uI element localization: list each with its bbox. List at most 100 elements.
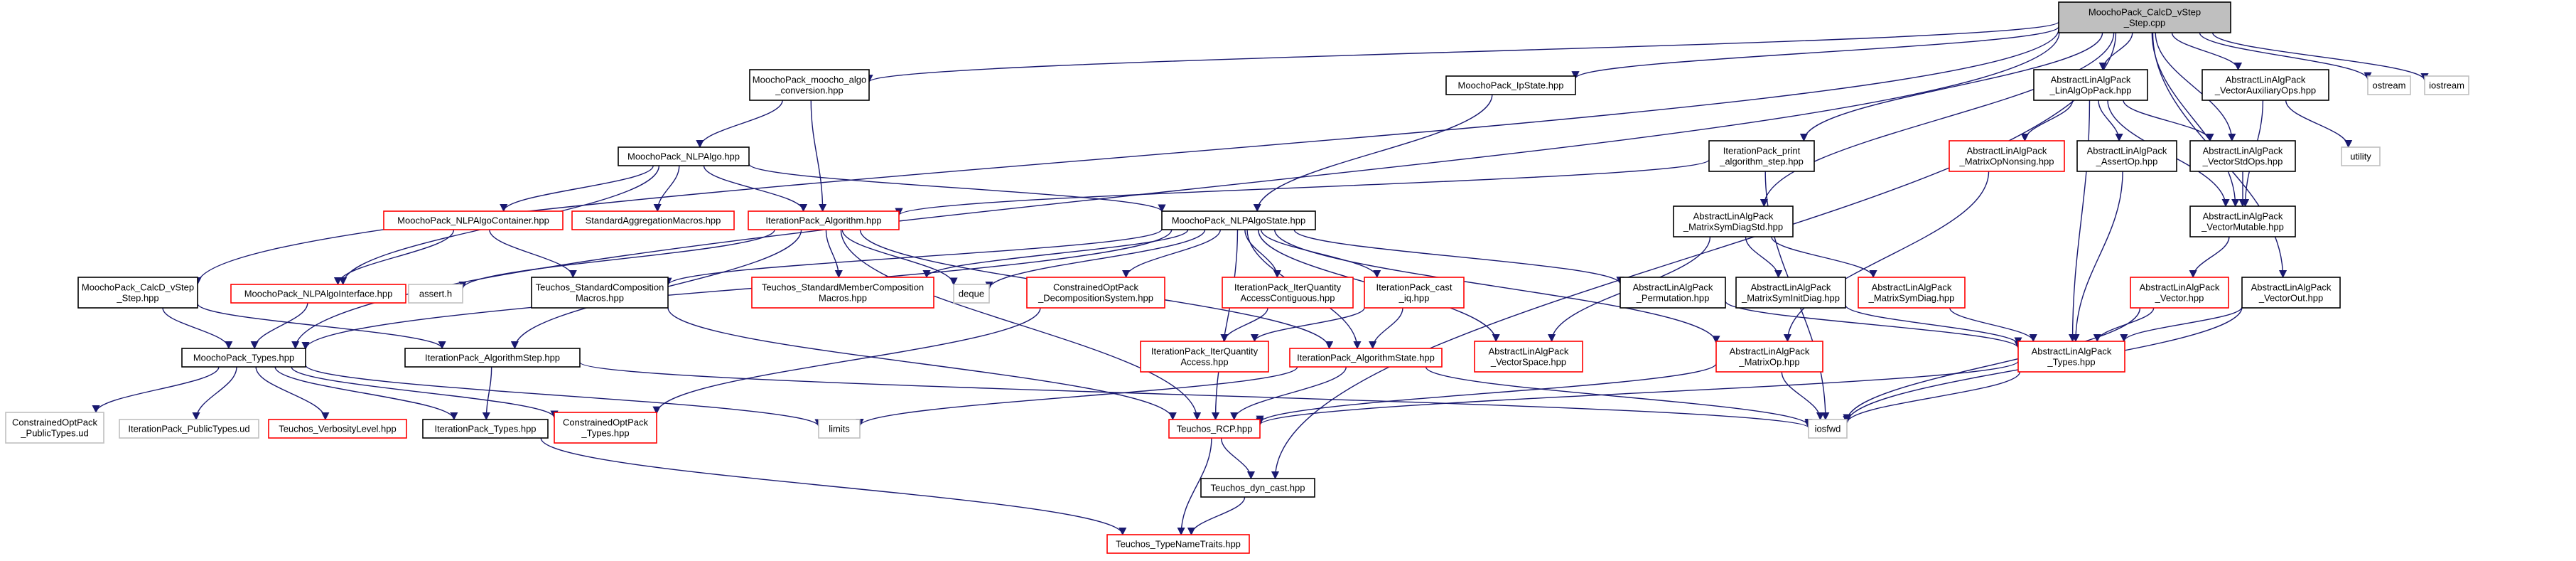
node-utility[interactable]: utility (2341, 146, 2381, 166)
node-iter_print[interactable]: IterationPack_print_algorithm_step.hpp (1708, 140, 1815, 172)
node-nlpalgocontainer[interactable]: MoochoPack_NLPAlgoContainer.hpp (383, 210, 564, 230)
node-rcp[interactable]: Teuchos_RCP.hpp (1168, 419, 1261, 439)
node-ostream[interactable]: ostream (2367, 75, 2411, 95)
node-iter_types[interactable]: IterationPack_Types.hpp (422, 419, 549, 439)
node-matopnonsing[interactable]: AbstractLinAlgPack_MatrixOpNonsing.hpp (1949, 140, 2065, 172)
node-box (1222, 277, 1354, 309)
node-moocho_algo_conv[interactable]: MoochoPack_moocho_algo_conversion.hpp (749, 69, 870, 101)
node-verbositylevel[interactable]: Teuchos_VerbosityLevel.hpp (268, 419, 407, 439)
node-iter_algstep[interactable]: IterationPack_AlgorithmStep.hpp (404, 348, 581, 368)
edge-iter_algorithm-to-asserth (458, 229, 775, 289)
node-label: _MatrixOp.hpp (1738, 357, 1799, 368)
node-iter_algstate[interactable]: IterationPack_AlgorithmState.hpp (1289, 348, 1443, 368)
edge-rcp-to-typenametraits (1177, 437, 1212, 536)
node-label: IterationPack_cast (1376, 282, 1453, 293)
node-box (1620, 277, 1726, 309)
node-permutation[interactable]: AbstractLinAlgPack_Permutation.hpp (1620, 277, 1726, 309)
node-decompsystem[interactable]: ConstrainedOptPack_DecompositionSystem.h… (1026, 277, 1165, 309)
edge-iter_algstate-to-rcp (1230, 366, 1347, 421)
node-label: IterationPack_IterQuantity (1234, 282, 1342, 293)
node-vecaux[interactable]: AbstractLinAlgPack_VectorAuxiliaryOps.hp… (2202, 69, 2329, 101)
node-box (1474, 341, 1583, 373)
node-iostream[interactable]: iostream (2424, 75, 2469, 95)
node-nlpalgointerface[interactable]: MoochoPack_NLPAlgoInterface.hpp (230, 284, 406, 304)
node-moocho_types[interactable]: MoochoPack_Types.hpp (181, 348, 306, 368)
node-label: AbstractLinAlgPack (1633, 282, 1713, 293)
node-vectorout[interactable]: AbstractLinAlgPack_VectorOut.hpp (2241, 277, 2341, 309)
edge-matsymdiagstd-to-matsyminitdiag (1745, 236, 1783, 279)
node-label: Teuchos_VerbosityLevel.hpp (279, 424, 397, 434)
node-label: _MatrixSymDiag.hpp (1868, 293, 1955, 304)
node-matsymdiag[interactable]: AbstractLinAlgPack_MatrixSymDiag.hpp (1858, 277, 1966, 309)
node-iterquantcontig[interactable]: IterationPack_IterQuantityAccessContiguo… (1222, 277, 1354, 309)
node-asserth[interactable]: assert.h (408, 284, 463, 304)
node-nlpalgostate[interactable]: MoochoPack_NLPAlgoState.hpp (1161, 210, 1316, 230)
edge-matsymdiagstd-to-matsymdiag (1771, 236, 1877, 279)
node-calcd_vstep_hpp[interactable]: MoochoPack_CalcD_vStep_Step.hpp (77, 277, 198, 309)
node-root[interactable]: MoochoPack_CalcD_vStep_Step.cpp (2058, 1, 2231, 33)
node-nlpalgo[interactable]: MoochoPack_NLPAlgo.hpp (618, 146, 750, 166)
edge-nlpalgo-to-nlpalgostate (748, 163, 1166, 213)
node-matsyminitdiag[interactable]: AbstractLinAlgPack_MatrixSymInitDiag.hpp (1735, 277, 1846, 309)
node-vector[interactable]: AbstractLinAlgPack_Vector.hpp (2130, 277, 2229, 309)
edge-nlpalgostate-to-stdcompmacros (664, 228, 1163, 286)
node-label: AbstractLinAlgPack (1751, 282, 1831, 293)
edge-iter_algstate-to-iosfwd (1425, 366, 1813, 427)
node-matsymdiagstd[interactable]: AbstractLinAlgPack_MatrixSymDiagStd.hpp (1673, 205, 1794, 237)
edge-iter_algstep-to-iter_types (482, 366, 492, 421)
node-label: _VectorStdOps.hpp (2202, 156, 2283, 167)
node-label: Teuchos_StandardMemberComposition (762, 282, 924, 293)
node-linalgoppack[interactable]: AbstractLinAlgPack_LinAlgOpPack.hpp (2033, 69, 2148, 101)
node-alp_types[interactable]: AbstractLinAlgPack_Types.hpp (2017, 341, 2125, 373)
node-deque[interactable]: deque (953, 284, 990, 304)
node-vecmutable[interactable]: AbstractLinAlgPack_VectorMutable.hpp (2189, 205, 2296, 237)
node-assertop[interactable]: AbstractLinAlgPack_AssertOp.hpp (2076, 140, 2177, 172)
node-stdaggmacros[interactable]: StandardAggregationMacros.hpp (571, 210, 735, 230)
node-label: _Step.hpp (116, 293, 158, 304)
node-box (408, 284, 463, 304)
node-matrixop[interactable]: AbstractLinAlgPack_MatrixOp.hpp (1715, 341, 1823, 373)
node-box (1708, 140, 1815, 172)
edge-iter_algorithm-to-stdmembercomp (825, 229, 843, 279)
edge-moocho_algo_conv-to-nlpalgo (696, 100, 783, 149)
node-vectorspace[interactable]: AbstractLinAlgPack_VectorSpace.hpp (1474, 341, 1583, 373)
node-label: Macros.hpp (576, 293, 624, 304)
node-ipstate[interactable]: MoochoPack_IpState.hpp (1445, 75, 1576, 95)
node-vecstdops[interactable]: AbstractLinAlgPack_VectorStdOps.hpp (2189, 140, 2296, 172)
node-label: _AssertOp.hpp (2096, 156, 2158, 167)
node-box (119, 419, 259, 439)
node-limits[interactable]: limits (818, 419, 861, 439)
edge-nlpalgostate-to-rcp (1211, 229, 1239, 421)
node-box (554, 412, 657, 444)
node-iosfwd[interactable]: iosfwd (1808, 419, 1848, 439)
node-label: IterationPack_IterQuantity (1151, 346, 1259, 357)
edge-rcp-to-dyncast (1220, 437, 1256, 480)
node-label: _MatrixSymDiagStd.hpp (1683, 222, 1783, 233)
node-box (1715, 341, 1823, 373)
node-label: AbstractLinAlgPack (2251, 282, 2332, 293)
node-label: Access.hpp (1180, 357, 1228, 368)
edge-stdcompmacros-to-rcp (667, 307, 1177, 421)
node-dyncast[interactable]: Teuchos_dyn_cast.hpp (1200, 478, 1315, 498)
node-cop_public_ud[interactable]: ConstrainedOptPack_PublicTypes.ud (5, 412, 104, 444)
node-label: Teuchos_dyn_cast.hpp (1211, 483, 1305, 493)
node-label: iosfwd (1815, 424, 1841, 434)
node-label: AbstractLinAlgPack (1489, 346, 1569, 357)
edge-vectorout-to-alp_types (2120, 306, 2243, 343)
edge-moocho_types-to-cop_types (291, 366, 559, 419)
node-label: IterationPack_print (1723, 146, 1801, 156)
node-label: _algorithm_step.hpp (1719, 156, 1804, 167)
node-typenametraits[interactable]: Teuchos_TypeNameTraits.hpp (1106, 534, 1250, 554)
node-ip_public_ud[interactable]: IterationPack_PublicTypes.ud (119, 419, 259, 439)
node-label: AbstractLinAlgPack (1693, 211, 1774, 222)
node-iter_cast_iq[interactable]: IterationPack_cast_iq.hpp (1364, 277, 1465, 309)
node-stdmembercomp[interactable]: Teuchos_StandardMemberCompositionMacros.… (751, 277, 934, 309)
node-label: Macros.hpp (819, 293, 867, 304)
edge-root-to-vecstdops (2155, 32, 2236, 142)
node-label: IterationPack_AlgorithmState.hpp (1297, 353, 1435, 363)
node-iter_algorithm[interactable]: IterationPack_Algorithm.hpp (748, 210, 900, 230)
node-cop_types[interactable]: ConstrainedOptPack_Types.hpp (554, 412, 657, 444)
